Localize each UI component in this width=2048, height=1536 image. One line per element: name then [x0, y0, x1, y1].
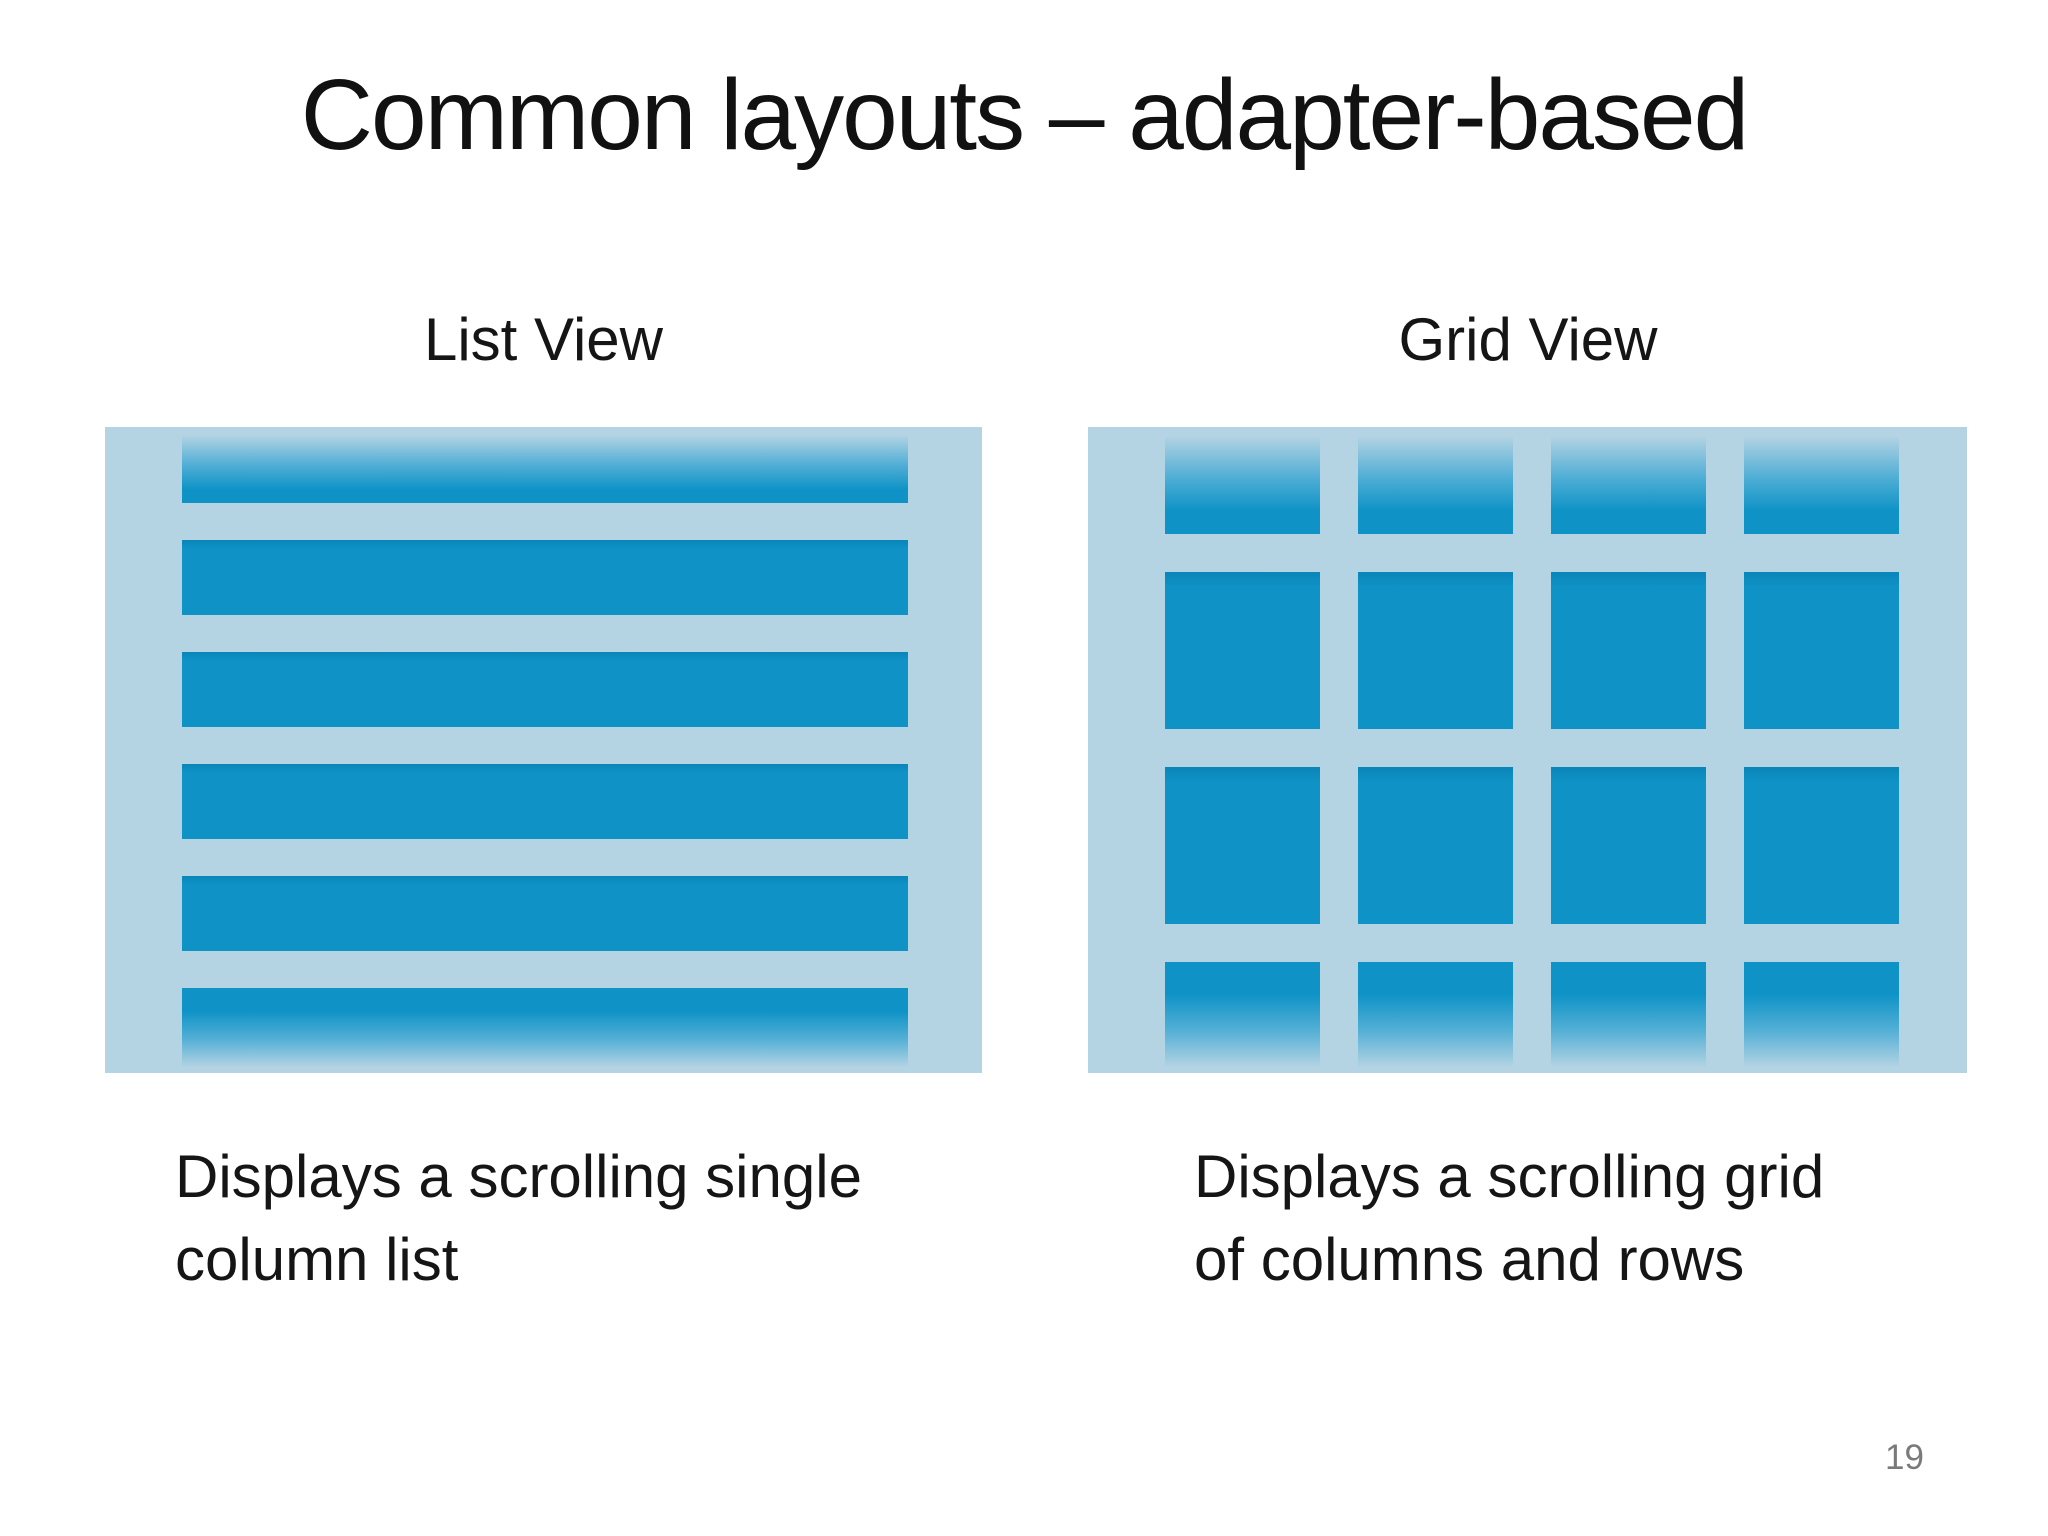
list-item-bar	[182, 876, 908, 951]
grid-view-diagram	[1088, 427, 1967, 1073]
list-view-label: List View	[423, 306, 663, 373]
grid-cell	[1551, 962, 1706, 1070]
list-view-diagram	[105, 427, 982, 1073]
grid-cell	[1358, 572, 1513, 729]
grid-cell	[1551, 427, 1706, 534]
grid-cell	[1165, 767, 1320, 924]
grid-cell	[1165, 572, 1320, 729]
list-item-bar	[182, 540, 908, 615]
slide-title: Common layouts – adapter-based	[300, 59, 1749, 171]
list-item-bar	[182, 652, 908, 727]
grid-cell	[1744, 767, 1899, 924]
grid-cell	[1165, 427, 1320, 534]
grid-cell	[1358, 962, 1513, 1070]
grid-cell	[1744, 427, 1899, 534]
grid-cell	[1551, 767, 1706, 924]
grid-view-label: Grid View	[1398, 306, 1658, 373]
grid-cell	[1744, 572, 1899, 729]
page-number: 19	[1885, 1438, 1924, 1477]
list-item-bar	[182, 988, 908, 1071]
list-item-bar	[182, 427, 908, 503]
grid-cell	[1551, 572, 1706, 729]
list-item-bar	[182, 764, 908, 839]
grid-cell	[1358, 767, 1513, 924]
grid-cell	[1358, 427, 1513, 534]
grid-view-caption: Displays a scrolling grid of columns and…	[1194, 1143, 1825, 1293]
list-view-caption: Displays a scrolling single column list	[175, 1143, 862, 1293]
grid-cell	[1165, 962, 1320, 1070]
grid-cell	[1744, 962, 1899, 1070]
